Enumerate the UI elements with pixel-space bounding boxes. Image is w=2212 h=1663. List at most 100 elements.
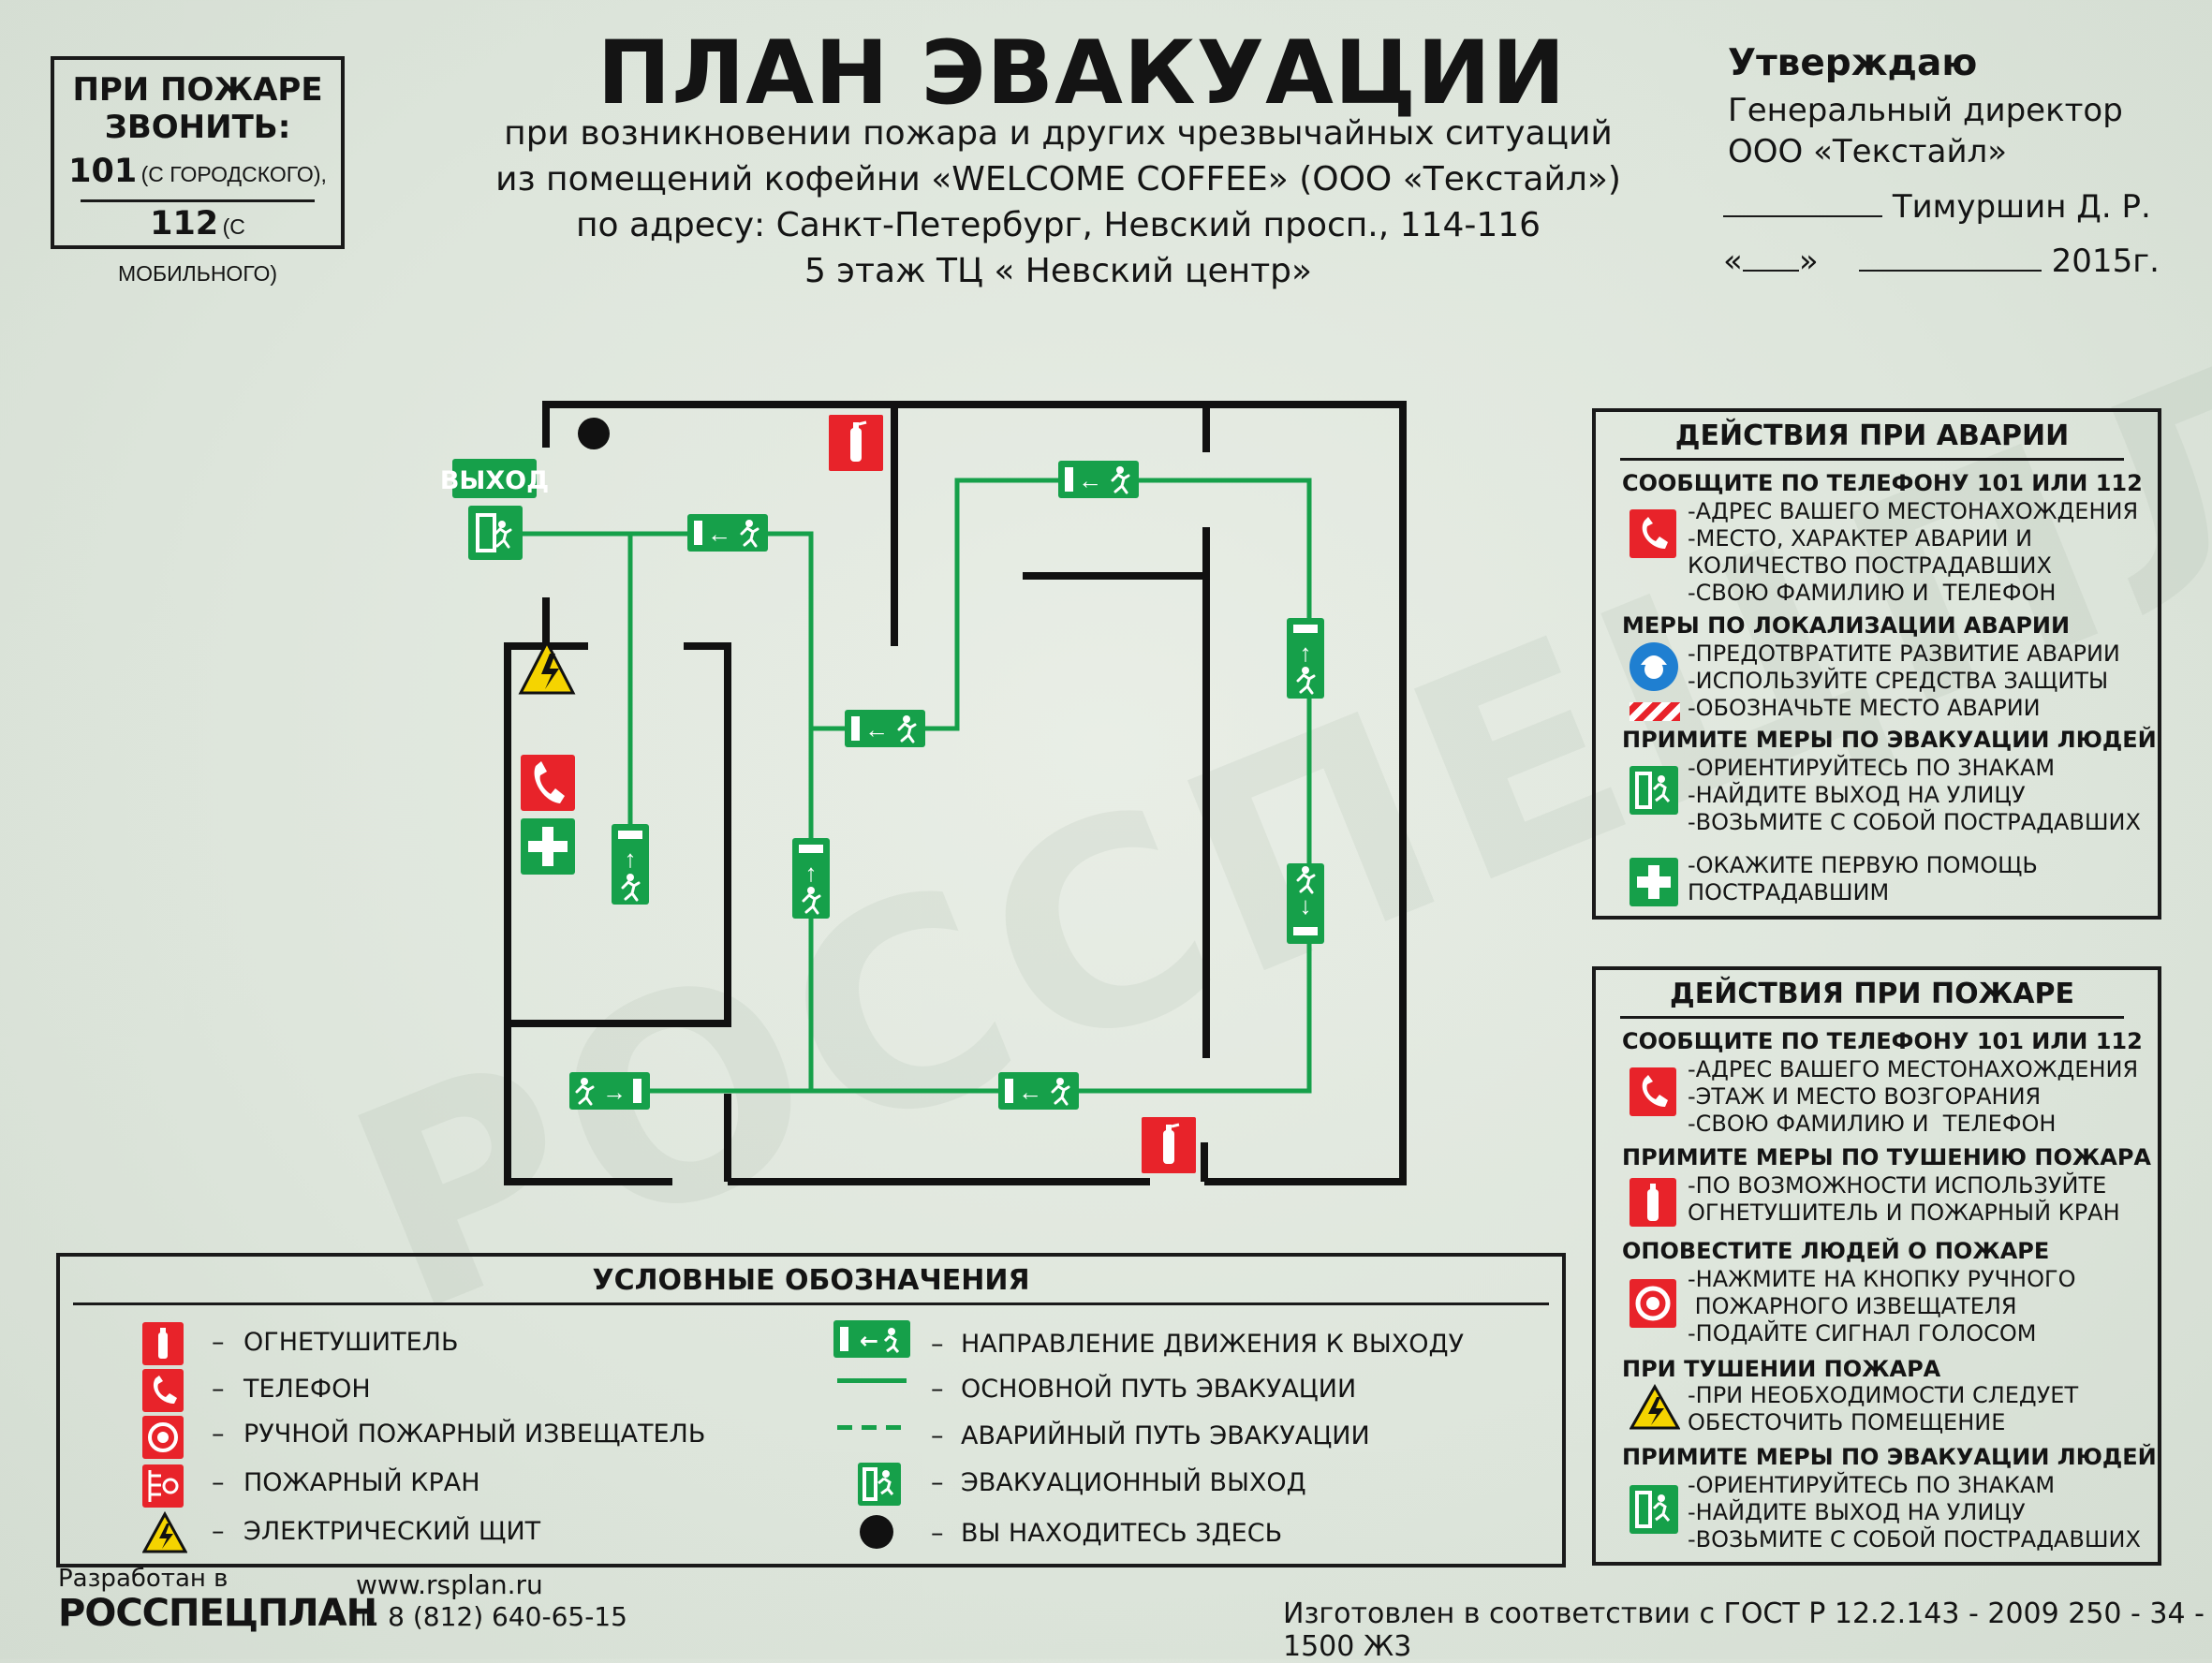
legend-item-phone: ТЕЛЕФОН bbox=[243, 1375, 371, 1404]
signature-line bbox=[1723, 187, 1882, 217]
legend-item-evacuation-exit: ЭВАКУАЦИОННЫЙ ВЫХОД bbox=[961, 1468, 1306, 1497]
fire-call-box: ПРИ ПОЖАРЕ ЗВОНИТЬ: 101 (С ГОРОДСКОГО), … bbox=[51, 56, 345, 286]
accident-section-evacuate-text: -ОРИЕНТИРУЙТЕСЬ ПО ЗНАКАМ -НАЙДИТЕ ВЫХОД… bbox=[1688, 755, 2141, 835]
legend-dash: – bbox=[212, 1517, 225, 1546]
fire-section-extinguish: ПРИМИТЕ МЕРЫ ПО ТУШЕНИЮ ПОЖАРА bbox=[1622, 1144, 2152, 1170]
direction-sign-left-room: ↑ bbox=[612, 824, 649, 905]
direction-sign-right-lower: ↓ bbox=[1287, 863, 1324, 944]
electrical-panel-icon bbox=[518, 639, 576, 695]
extinguisher-icon bbox=[1630, 1178, 1676, 1227]
approval-block: Утверждаю Генеральный директор ООО «Текс… bbox=[1723, 37, 2177, 288]
fire-call-note-mobile: (С МОБИЛЬНОГО) bbox=[117, 214, 278, 286]
exit-sign: ВЫХОД bbox=[440, 459, 549, 560]
electrical-panel-icon bbox=[141, 1510, 188, 1554]
svg-text:←: ← bbox=[864, 715, 889, 743]
page-title: ПЛАН ЭВАКУАЦИИ bbox=[597, 22, 1567, 125]
legend-dash: – bbox=[212, 1375, 225, 1404]
footer-developed: Разработан в bbox=[58, 1565, 229, 1593]
svg-text:↑: ↑ bbox=[805, 859, 818, 887]
date-day-line bbox=[1742, 242, 1799, 272]
legend-dash: – bbox=[212, 1328, 225, 1357]
accident-panel-title: ДЕЙСТВИЯ ПРИ АВАРИИ bbox=[1620, 419, 2124, 461]
legend-dash: – bbox=[931, 1468, 944, 1497]
approval-title: Утверждаю bbox=[1728, 42, 1978, 84]
date-month-line bbox=[1858, 242, 2042, 272]
svg-text:←: ← bbox=[707, 520, 731, 548]
accident-section-localize: МЕРЫ ПО ЛОКАЛИЗАЦИИ АВАРИИ bbox=[1622, 612, 2071, 639]
fire-section-extinguish-text: -ПО ВОЗМОЖНОСТИ ИСПОЛЬЗУЙТЕ ОГНЕТУШИТЕЛЬ… bbox=[1688, 1172, 2120, 1226]
svg-text:←: ← bbox=[1018, 1078, 1042, 1106]
phone-icon bbox=[521, 755, 575, 811]
accident-section-localize-text: -ПРЕДОТВРАТИТЕ РАЗВИТИЕ АВАРИИ -ИСПОЛЬЗУ… bbox=[1688, 640, 2120, 721]
direction-sign-top-right: ← bbox=[1058, 461, 1139, 498]
protective-gear-icon bbox=[1630, 642, 1678, 691]
direction-arrow-icon: ← bbox=[833, 1320, 910, 1358]
accident-actions-panel: ДЕЙСТВИЯ ПРИ АВАРИИ СООБЩИТЕ ПО ТЕЛЕФОНУ… bbox=[1592, 408, 2161, 920]
fire-section-de-energize: ПРИ ТУШЕНИИ ПОЖАРА bbox=[1622, 1356, 1941, 1382]
date-open-quote: « bbox=[1723, 243, 1743, 280]
legend-item-electrical-panel: ЭЛЕКТРИЧЕСКИЙ ЩИТ bbox=[243, 1517, 541, 1546]
legend-title: УСЛОВНЫЕ ОБОЗНАЧЕНИЯ bbox=[73, 1264, 1549, 1305]
fire-section-alert-text: -НАЖМИТЕ НА КНОПКУ РУЧНОГО ПОЖАРНОГО ИЗВ… bbox=[1688, 1266, 2076, 1347]
fire-call-note-city: (С ГОРОДСКОГО), bbox=[140, 162, 327, 186]
extinguisher-icon bbox=[142, 1322, 184, 1365]
hazard-stripe-icon bbox=[1630, 702, 1680, 721]
phone-icon bbox=[142, 1369, 184, 1412]
exit-icon bbox=[1630, 1485, 1678, 1534]
subtitle-line-3: по адресу: Санкт-Петербург, Невский прос… bbox=[575, 206, 1541, 244]
manual-call-point-icon bbox=[1630, 1279, 1676, 1328]
accident-section-call-text: -АДРЕС ВАШЕГО МЕСТОНАХОЖДЕНИЯ -МЕСТО, ХА… bbox=[1688, 498, 2139, 606]
extinguisher-icon bbox=[827, 413, 885, 473]
footer-phone: т. 8 (812) 640-65-15 bbox=[356, 1601, 627, 1632]
direction-sign-right-upper: ↑ bbox=[1287, 618, 1324, 699]
exit-icon bbox=[858, 1463, 901, 1506]
wall-inner-left-room bbox=[508, 642, 731, 1027]
legend-item-fire-hose: ПОЖАРНЫЙ КРАН bbox=[243, 1468, 480, 1497]
fire-panel-title: ДЕЙСТВИЯ ПРИ ПОЖАРЕ bbox=[1620, 978, 2124, 1019]
svg-text:↑: ↑ bbox=[625, 845, 637, 873]
svg-text:←: ← bbox=[1078, 466, 1102, 494]
fire-call-number-112: 112 bbox=[150, 205, 219, 243]
direction-sign-bottom-right: ← bbox=[998, 1072, 1079, 1110]
phone-icon bbox=[1630, 1067, 1676, 1116]
extinguisher-icon bbox=[1140, 1115, 1198, 1175]
legend-dash: – bbox=[931, 1421, 944, 1450]
subtitle-line-1: при возникновении пожара и других чрезвы… bbox=[504, 114, 1613, 153]
legend-item-emergency-route: АВАРИЙНЫЙ ПУТЬ ЭВАКУАЦИИ bbox=[961, 1421, 1370, 1450]
subtitle-line-4: 5 этаж ТЦ « Невский центр» bbox=[804, 252, 1313, 290]
legend-panel: УСЛОВНЫЕ ОБОЗНАЧЕНИЯ – – – – – ОГНЕТУШИТ… bbox=[56, 1253, 1566, 1567]
legend-dash: – bbox=[931, 1330, 944, 1359]
fire-actions-panel: ДЕЙСТВИЯ ПРИ ПОЖАРЕ СООБЩИТЕ ПО ТЕЛЕФОНУ… bbox=[1592, 966, 2161, 1566]
direction-sign-bottom-left: → bbox=[569, 1072, 650, 1110]
legend-dash: – bbox=[212, 1420, 225, 1449]
first-aid-icon bbox=[1630, 858, 1678, 906]
footer-website: www.rsplan.ru bbox=[356, 1569, 543, 1600]
footer-gost-note: Изготовлен в соответствии с ГОСТ Р 12.2.… bbox=[1283, 1597, 2205, 1663]
main-route-line-icon bbox=[837, 1378, 907, 1383]
manual-call-point-icon bbox=[142, 1416, 184, 1459]
phone-icon bbox=[1630, 509, 1676, 558]
legend-dash: – bbox=[931, 1375, 944, 1404]
direction-sign-center-vertical: ↑ bbox=[792, 838, 830, 919]
approval-position: Генеральный директор bbox=[1728, 92, 2123, 129]
svg-text:←: ← bbox=[860, 1328, 878, 1354]
wall-top-right bbox=[542, 401, 1407, 1185]
exit-label: ВЫХОД bbox=[440, 466, 549, 495]
fire-section-de-energize-text: -ПРИ НЕОБХОДИМОСТИ СЛЕДУЕТ ОБЕСТОЧИТЬ ПО… bbox=[1688, 1382, 2079, 1435]
exit-icon bbox=[1630, 766, 1678, 815]
svg-text:↑: ↑ bbox=[1300, 639, 1312, 667]
approval-signer: Тимуршин Д. Р. bbox=[1892, 188, 2151, 226]
date-close-quote: » bbox=[1798, 243, 1819, 280]
main-evacuation-route bbox=[506, 478, 1312, 1094]
svg-text:↓: ↓ bbox=[1300, 891, 1312, 920]
direction-sign-top-left: ← bbox=[687, 514, 768, 552]
svg-text:→: → bbox=[602, 1078, 627, 1106]
electrical-panel-icon bbox=[1629, 1383, 1681, 1431]
fire-call-heading-1: ПРИ ПОЖАРЕ bbox=[72, 71, 323, 109]
subtitle-line-2: из помещений кофейни «WELCOME COFFEE» (О… bbox=[495, 160, 1621, 199]
accident-section-call: СООБЩИТЕ ПО ТЕЛЕФОНУ 101 ИЛИ 112 bbox=[1622, 470, 2143, 496]
fire-call-number-101: 101 bbox=[68, 153, 138, 190]
first-aid-icon bbox=[521, 818, 575, 875]
legend-dash: – bbox=[931, 1519, 944, 1548]
